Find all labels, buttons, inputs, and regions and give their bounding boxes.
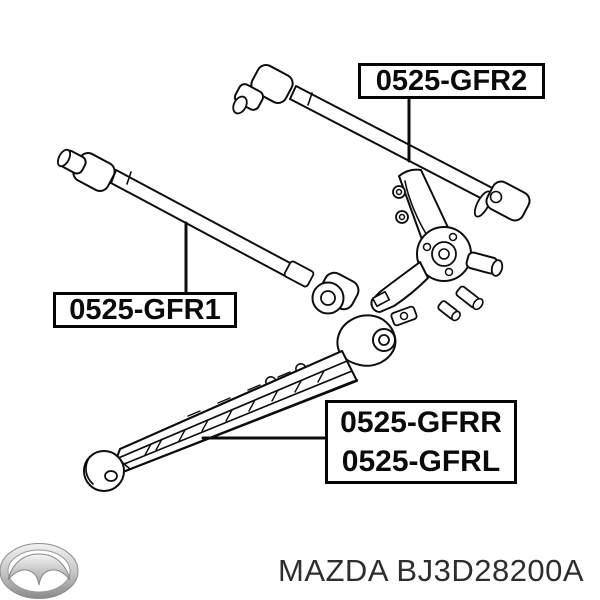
part-code-box-gfr1: 0525-GFR1 — [53, 292, 237, 328]
footer-part-number: MAZDA BJ3D28200A — [278, 553, 585, 588]
mazda-logo — [0, 542, 81, 600]
part-code-gfr1: 0525-GFR1 — [69, 294, 221, 326]
upper-lateral-rod-drawing — [232, 64, 531, 222]
trailing-arm-hatching — [144, 370, 325, 456]
lower-lateral-rod-drawing — [56, 148, 360, 315]
leader-lines — [184, 97, 411, 440]
part-code-gfrl: 0525-GFRL — [341, 445, 501, 478]
part-code-box-gfr2: 0525-GFR2 — [358, 63, 545, 99]
part-code-box-gfrr-gfrl: 0525-GFRR 0525-GFRL — [325, 400, 517, 484]
part-code-gfr2: 0525-GFR2 — [375, 65, 528, 97]
knuckle-hub-drawing — [370, 168, 504, 327]
part-code-gfrr: 0525-GFRR — [340, 406, 502, 439]
trailing-arm-drawing — [83, 314, 397, 492]
mazda-logo-icon — [0, 543, 79, 599]
